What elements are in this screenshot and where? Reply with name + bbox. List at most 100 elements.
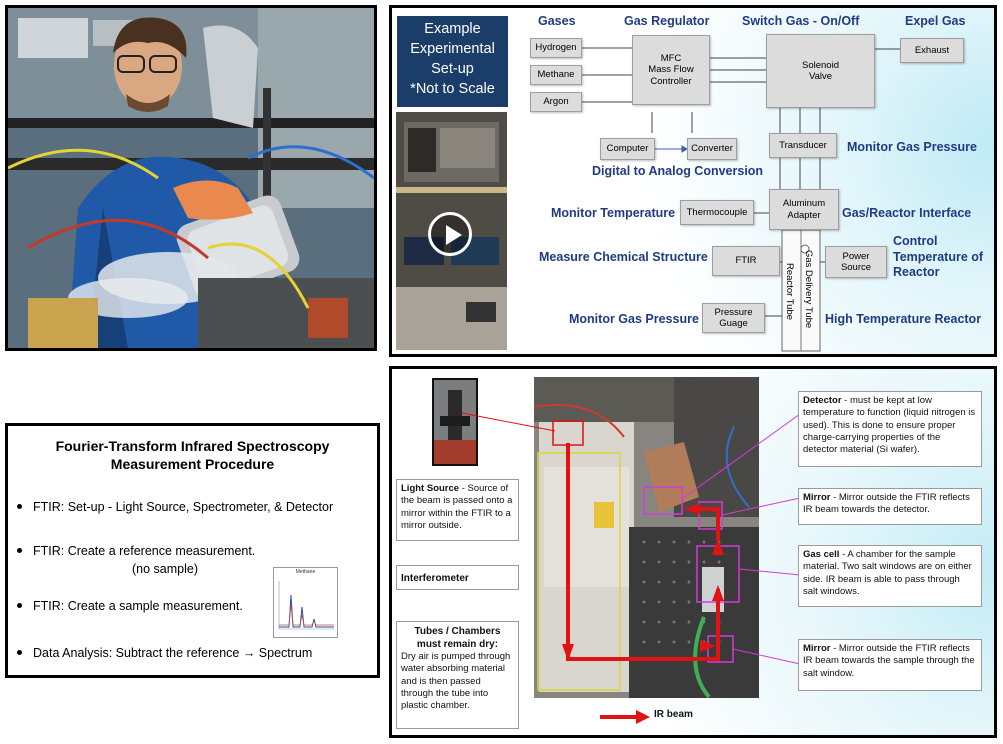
ftir-annotated-panel: Light Source - Source of the beam is pas… — [389, 366, 997, 738]
example-line-3: Set-up — [431, 61, 474, 77]
argon-box: Argon — [530, 92, 582, 112]
spectrum-thumbnail: Methane — [273, 567, 338, 638]
ir-beam-legend: IR beam — [654, 709, 693, 720]
power-source-box: Power Source — [825, 246, 887, 278]
mirror2-box: Mirror - Mirror outside the FTIR reflect… — [798, 639, 982, 691]
solenoid-valve-box: Solenoid Valve — [766, 34, 875, 108]
spectrum-thumbnail-label: Methane — [295, 569, 316, 575]
gas-cell-title: Gas cell — [803, 549, 840, 560]
example-line-1: Example — [424, 21, 481, 37]
mirror2-title: Mirror — [803, 643, 831, 654]
gauge-line-2: Guage — [719, 318, 748, 329]
detector-marker — [643, 486, 683, 515]
adapter-line-1: Aluminum — [782, 198, 826, 210]
procedure-title-line-1: Fourier-Transform Infrared Spectroscopy — [55, 438, 330, 454]
tubes-title-line-1: Tubes / Chambers — [414, 626, 501, 637]
solenoid-line-2: Valve — [808, 71, 833, 82]
ftir-box: FTIR — [712, 246, 780, 276]
detector-box: Detector - must be kept at low temperatu… — [798, 391, 982, 467]
mfc-box: MFC Mass Flow Controller — [632, 35, 710, 105]
tubes-box: Tubes / Chambers must remain dry: Dry ai… — [396, 621, 519, 729]
procedure-step-4: Data Analysis: Subtract the reference → … — [17, 646, 312, 660]
mirror2-text: - Mirror outside the FTIR reflects IR be… — [803, 643, 975, 679]
pressure-gauge-box: Pressure Guage — [702, 303, 765, 333]
power-line-2: Source — [840, 262, 872, 273]
gas-cell-box: Gas cell - A chamber for the sample mate… — [798, 545, 982, 607]
mirror1-title: Mirror — [803, 492, 831, 503]
aluminum-adapter-box: Aluminum Adapter — [769, 189, 839, 230]
procedure-step-2-text: FTIR: Create a reference measurement. — [33, 544, 256, 558]
mfc-line-3: Controller — [650, 75, 692, 87]
source-marker — [552, 420, 584, 446]
ftir-photo-illustration — [534, 377, 759, 698]
procedure-step-2: FTIR: Create a reference measurement. — [17, 544, 255, 558]
bullet-icon — [17, 650, 22, 656]
computer-box: Computer — [600, 138, 655, 160]
label-monitor-gas-pressure-top: Monitor Gas Pressure — [847, 140, 977, 154]
scientist-photo-illustration — [8, 8, 374, 348]
reactor-tube-label: Reactor Tube — [784, 263, 795, 321]
diagram-connectors — [582, 47, 900, 352]
gas-delivery-tube-label: Gas Delivery Tube — [803, 250, 814, 329]
light-source-box: Light Source - Source of the beam is pas… — [396, 479, 519, 541]
solenoid-line-1: Solenoid — [802, 59, 839, 71]
inset-photo — [432, 378, 478, 466]
bullet-icon — [17, 603, 22, 609]
annotation-overlay — [461, 412, 801, 724]
interferometer-box: Interferometer — [396, 565, 519, 590]
video-thumbnail[interactable] — [396, 112, 507, 350]
procedure-step-1-text: FTIR: Set-up - Light Source, Spectromete… — [33, 500, 334, 514]
procedure-step-3: FTIR: Create a sample measurement. — [17, 599, 243, 613]
label-monitor-temperature: Monitor Temperature — [551, 206, 676, 220]
exhaust-box: Exhaust — [900, 38, 964, 63]
mirror1-text: - Mirror outside the FTIR reflects IR be… — [803, 492, 970, 516]
adapter-line-2: Adapter — [787, 209, 821, 221]
thermocouple-box: Thermocouple — [680, 200, 754, 225]
converter-box: Converter — [687, 138, 737, 160]
power-line-1: Power — [842, 250, 870, 262]
label-digital-analog: Digital to Analog Conversion — [592, 164, 764, 178]
label-gas-reactor-interface: Gas/Reactor Interface — [842, 206, 972, 220]
control-line-3: Reactor — [893, 265, 940, 280]
example-line-2: Experimental — [410, 41, 495, 57]
example-line-4: *Not to Scale — [410, 81, 495, 97]
mirror1-marker — [698, 501, 723, 530]
procedure-step-1: FTIR: Set-up - Light Source, Spectromete… — [17, 500, 333, 514]
gauge-line-1: Pressure — [714, 306, 753, 318]
mfc-line-1: MFC — [660, 52, 682, 64]
example-setup-box: Example Experimental Set-up *Not to Scal… — [397, 16, 508, 107]
control-line-1: Control — [893, 234, 938, 248]
procedure-step-2-note: (no sample) — [132, 562, 198, 576]
detector-title: Detector — [803, 395, 842, 406]
inset-photo-illustration — [434, 380, 476, 464]
header-gases: Gases — [538, 14, 576, 28]
tubes-title-line-2: must remain dry: — [416, 639, 499, 650]
control-line-2: Temperature of — [893, 249, 984, 264]
mfc-line-2: Mass Flow — [648, 64, 694, 76]
gas-system-diagram: Example Experimental Set-up *Not to Scal… — [389, 5, 997, 357]
tubes-text: Dry air is pumped through water absorbin… — [401, 651, 511, 712]
ir-beam-arrow-icon — [636, 710, 650, 724]
light-source-text: - Source of the beam is passed onto a mi… — [401, 483, 513, 532]
procedure-title: Fourier-Transform Infrared Spectroscopy … — [8, 437, 377, 474]
light-source-frame — [537, 452, 621, 691]
tubes-title: Tubes / Chambers must remain dry: — [401, 625, 514, 651]
play-icon[interactable] — [428, 212, 472, 256]
spectrum-plot-icon — [278, 581, 334, 630]
lab-photo — [5, 5, 377, 351]
ftir-procedure-panel: Fourier-Transform Infrared Spectroscopy … — [5, 423, 380, 678]
light-source-title: Light Source — [401, 483, 460, 494]
label-high-temp-reactor: High Temperature Reactor — [825, 312, 982, 326]
label-control-temperature: Control Temperature of Reactor — [893, 234, 983, 281]
header-expel-gas: Expel Gas — [905, 14, 966, 28]
label-measure-chemical: Measure Chemical Structure — [539, 250, 708, 264]
mirror1-box: Mirror - Mirror outside the FTIR reflect… — [798, 488, 982, 525]
methane-box: Methane — [530, 65, 582, 85]
gas-cell-text: - A chamber for the sample material. Two… — [803, 549, 972, 598]
procedure-step-4-text: Data Analysis: Subtract the reference → … — [33, 646, 313, 660]
bullet-icon — [17, 504, 22, 510]
hydrogen-box: Hydrogen — [530, 38, 582, 58]
transducer-box: Transducer — [769, 133, 837, 158]
detector-text: - must be kept at low temperature to fun… — [803, 395, 976, 456]
label-monitor-gas-pressure-bottom: Monitor Gas Pressure — [569, 312, 699, 326]
